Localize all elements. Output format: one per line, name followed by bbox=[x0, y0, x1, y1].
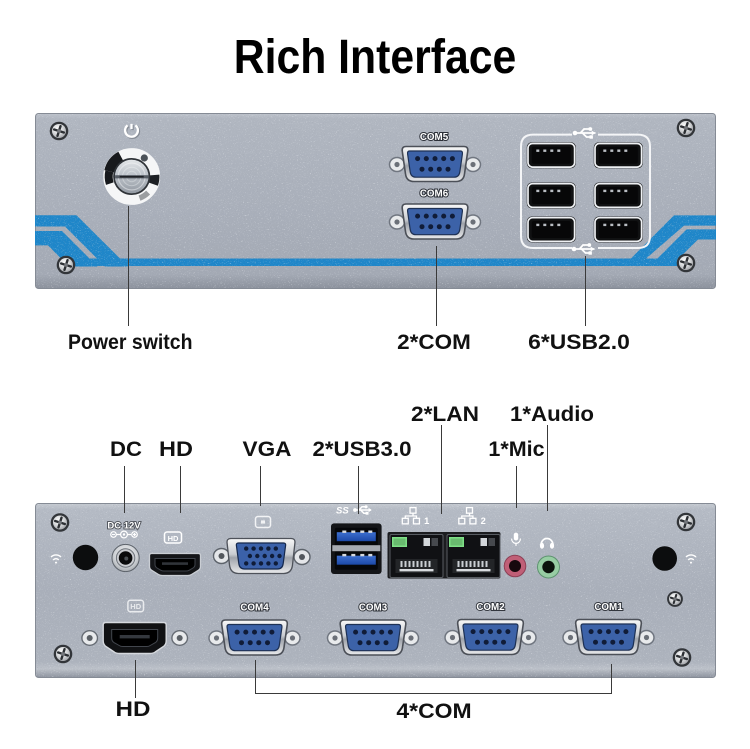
svg-text:HD: HD bbox=[168, 534, 179, 543]
svg-text:DC 12V: DC 12V bbox=[107, 521, 141, 532]
svg-text:DC 12V: DC 12V bbox=[107, 521, 141, 532]
svg-text:2: 2 bbox=[481, 516, 486, 526]
svg-text:COM4: COM4 bbox=[240, 603, 269, 614]
svg-text:SS: SS bbox=[336, 506, 349, 517]
svg-text:COM6: COM6 bbox=[420, 189, 449, 200]
svg-text:COM1: COM1 bbox=[594, 602, 623, 613]
svg-text:COM1: COM1 bbox=[594, 602, 623, 613]
svg-text:COM5: COM5 bbox=[420, 132, 449, 143]
svg-text:1: 1 bbox=[424, 516, 429, 526]
svg-text:COM3: COM3 bbox=[359, 603, 388, 614]
svg-text:COM2: COM2 bbox=[476, 602, 505, 613]
svg-text:COM4: COM4 bbox=[240, 603, 269, 614]
svg-text:COM6: COM6 bbox=[420, 189, 449, 200]
svg-text:COM5: COM5 bbox=[420, 132, 449, 143]
svg-text:HD: HD bbox=[130, 602, 141, 611]
svg-text:COM3: COM3 bbox=[359, 603, 388, 614]
svg-text:COM2: COM2 bbox=[476, 602, 505, 613]
